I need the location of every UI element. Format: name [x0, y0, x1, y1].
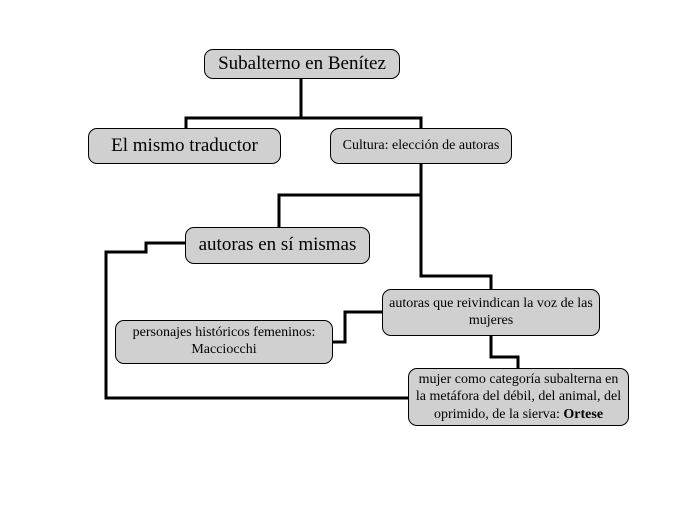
connector-cultura-to-autoras-si — [277, 164, 423, 227]
node-label: El mismo traductor — [111, 134, 258, 156]
node-label: autoras en sí mismas — [198, 234, 357, 256]
node-label: Cultura: elección de autoras — [342, 137, 500, 153]
connector-reivindican-to-personajes — [333, 310, 382, 344]
connector-root-to-cultura — [301, 116, 423, 128]
node-personajes-historicos: personajes históricos femeninos: Maccioc… — [115, 320, 333, 364]
node-autoras-en-si-mismas: autoras en sí mismas — [185, 227, 370, 264]
node-autoras-reivindican-voz: autoras que reivindican la voz de las mu… — [382, 289, 600, 336]
node-label: personajes históricos femeninos: Maccioc… — [132, 325, 316, 357]
connector-cultura-to-reivindican — [419, 195, 493, 289]
node-label-text: mujer como categoría subalterna en la me… — [415, 371, 622, 422]
node-mujer-categoria-subalterna: mujer como categoría subalterna en la me… — [408, 368, 629, 426]
connector-root-to-children — [184, 79, 303, 128]
node-cultura-eleccion-autoras: Cultura: elección de autoras — [330, 128, 512, 164]
node-label: autoras que reivindican la voz de las mu… — [389, 295, 593, 328]
connector-autoras-si-to-mujer — [104, 241, 408, 400]
connector-reivindican-to-mujer — [489, 336, 520, 368]
node-label: Subalterno en Benítez — [218, 52, 386, 74]
node-mismo-traductor: El mismo traductor — [88, 128, 281, 164]
node-label: mujer como categoría subalterna en la me… — [413, 371, 624, 424]
node-subalterno-benitez: Subalterno en Benítez — [204, 49, 400, 79]
node-label-bold: Ortese — [563, 406, 604, 422]
